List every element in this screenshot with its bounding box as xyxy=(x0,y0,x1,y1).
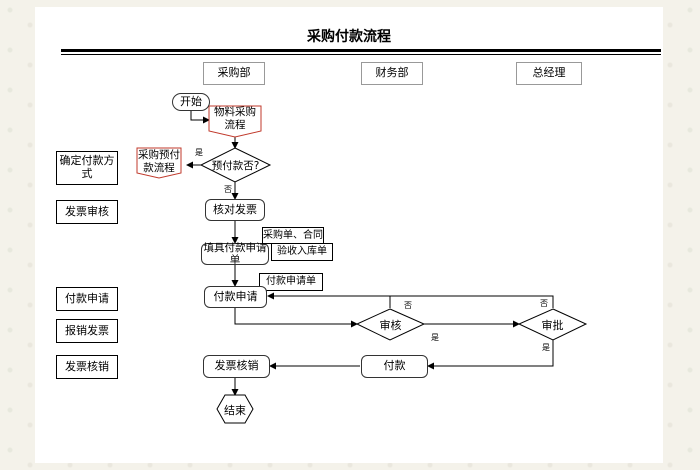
flowchart-title: 采购付款流程 xyxy=(307,29,391,45)
approve-decision-shape xyxy=(517,308,588,341)
invoice-writeoff-node: 发票核销 xyxy=(203,355,270,378)
review-decision-shape xyxy=(355,308,426,341)
start-node: 开始 xyxy=(172,93,210,111)
purchase-contract-note: 采购单、合同 xyxy=(262,227,324,244)
edge-label-approve-yes: 是 xyxy=(542,343,550,352)
title-rule-thick xyxy=(61,49,661,52)
stage-reimburse-invoice: 报销发票 xyxy=(56,319,118,343)
title-rule-thin xyxy=(61,54,661,55)
prepay-flow-node: 采购预付款流程 xyxy=(138,149,180,174)
material-offpage-shape xyxy=(208,105,262,138)
edge-label-prepay-yes: 是 xyxy=(195,148,203,157)
pay-node: 付款 xyxy=(361,355,428,378)
prepay-decision-shape xyxy=(199,147,272,183)
edge-label-approve-no: 否 xyxy=(540,299,548,308)
stage-invoice-review: 发票审核 xyxy=(56,200,118,224)
payment-request-node: 付款申请 xyxy=(204,286,267,308)
flowchart-page: 采购付款流程 xyxy=(35,7,663,463)
approve-decision-label: 审批 xyxy=(541,319,564,332)
receipt-note: 验收入库单 xyxy=(271,243,333,261)
connector-lines xyxy=(136,105,588,424)
payment-form-note: 付款申请单 xyxy=(259,273,323,291)
edge-label-review-yes: 是 xyxy=(431,333,439,342)
stage-payment-method: 确定付款方式 xyxy=(56,151,118,185)
prepay-offpage-shape xyxy=(136,147,182,179)
lane-procurement: 采购部 xyxy=(203,62,265,85)
edge-label-review-no: 否 xyxy=(404,301,412,310)
lane-general-manager: 总经理 xyxy=(516,62,582,85)
stage-payment-request: 付款申请 xyxy=(56,287,118,311)
prepay-decision-label: 预付款否? xyxy=(211,160,260,172)
end-shape xyxy=(216,394,254,424)
material-purchase-node: 物料采购流程 xyxy=(214,106,256,131)
end-node: 结束 xyxy=(224,404,246,417)
edge-label-prepay-no: 否 xyxy=(224,185,232,194)
lane-finance: 财务部 xyxy=(361,62,423,85)
stage-invoice-writeoff: 发票核销 xyxy=(56,355,118,379)
review-decision-label: 审核 xyxy=(379,319,402,332)
verify-invoice-node: 核对发票 xyxy=(205,199,265,221)
fill-request-node: 填具付款申请单 xyxy=(201,242,269,266)
